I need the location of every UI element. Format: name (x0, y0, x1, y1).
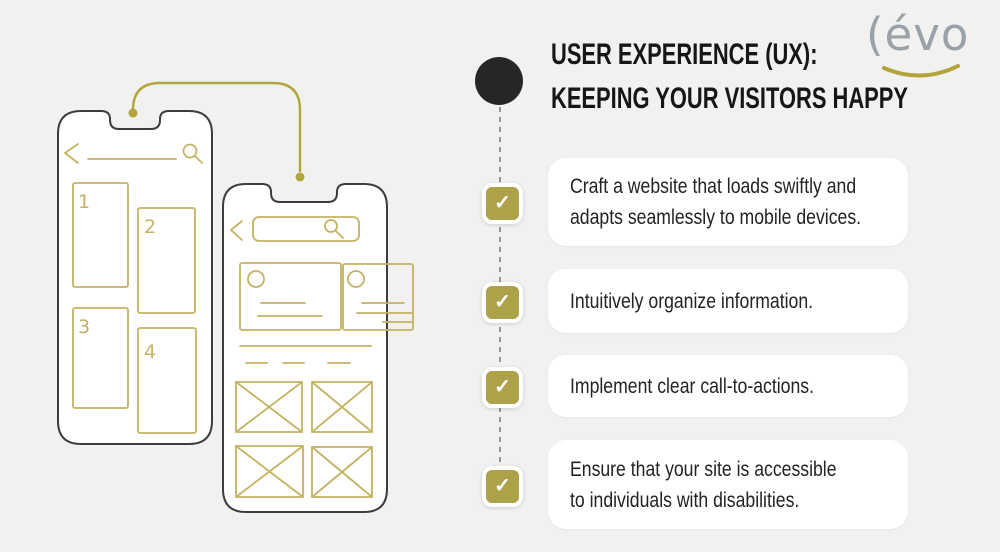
logo-swoosh-icon (882, 64, 960, 78)
wireframe-panel-number: 3 (78, 316, 90, 338)
brand-logo: (évo (866, 8, 970, 61)
phone1-outline (57, 110, 213, 445)
checkmark-icon: ✓ (494, 474, 511, 497)
wireframe-panel-number: 2 (144, 216, 156, 238)
checkbox-2[interactable]: ✓ (482, 282, 523, 323)
phone2-image-placeholder (235, 445, 304, 498)
card-text: Intuitively organize information. (570, 288, 814, 313)
phone2-outline (222, 183, 388, 513)
phone2-card-left (239, 262, 342, 331)
phone2-image-placeholder (311, 446, 373, 498)
checkmark-icon: ✓ (494, 191, 511, 214)
connector-line (131, 81, 302, 172)
phone2-image-placeholder (311, 381, 373, 433)
checkbox-3[interactable]: ✓ (482, 367, 523, 408)
card-text: Craft a website that loads swiftly and (570, 174, 857, 198)
phone1-panel-4 (137, 327, 197, 434)
wireframe-panel-number: 4 (144, 341, 156, 363)
checkbox-4[interactable]: ✓ (482, 466, 523, 507)
phone2-back-icon (230, 220, 243, 241)
page-title-line2: KEEPING YOUR VISITORS HAPPY (551, 82, 908, 115)
phone1-search-icon (182, 143, 203, 164)
timeline-start-dot (475, 57, 523, 105)
checklist-card-1: Craft a website that loads swiftly and a… (548, 158, 908, 246)
phone1-panel-1 (72, 182, 129, 288)
phone1-panel-3 (72, 307, 129, 409)
phone2-card-right (342, 263, 414, 331)
card-text: Implement clear call-to-actions. (570, 373, 814, 398)
checkmark-icon: ✓ (494, 375, 511, 398)
wireframe-panel-number: 1 (78, 191, 90, 213)
checklist-card-3: Implement clear call-to-actions. (548, 355, 908, 417)
connector-dot-right (295, 172, 305, 182)
phone1-back-icon (64, 143, 79, 164)
phone2-image-placeholder (235, 381, 303, 433)
checklist-card-2: Intuitively organize information. (548, 269, 908, 333)
connector-dot-left (128, 108, 138, 118)
checklist-card-4: Ensure that your site is accessible to i… (548, 440, 908, 529)
phone2-searchbox (252, 216, 360, 242)
card-text: Ensure that your site is accessible (570, 456, 837, 481)
checkmark-icon: ✓ (494, 290, 511, 313)
checkbox-1[interactable]: ✓ (482, 183, 523, 224)
phone-wireframes-illustration: 1 2 3 4 (57, 81, 414, 513)
phone2-search-icon (324, 219, 344, 239)
phone1-panel-2 (137, 207, 196, 314)
card-text: adapts seamlessly to mobile devices. (570, 205, 862, 229)
page-title-line1: USER EXPERIENCE (UX): (551, 38, 818, 71)
card-text: to individuals with disabilities. (570, 487, 800, 512)
